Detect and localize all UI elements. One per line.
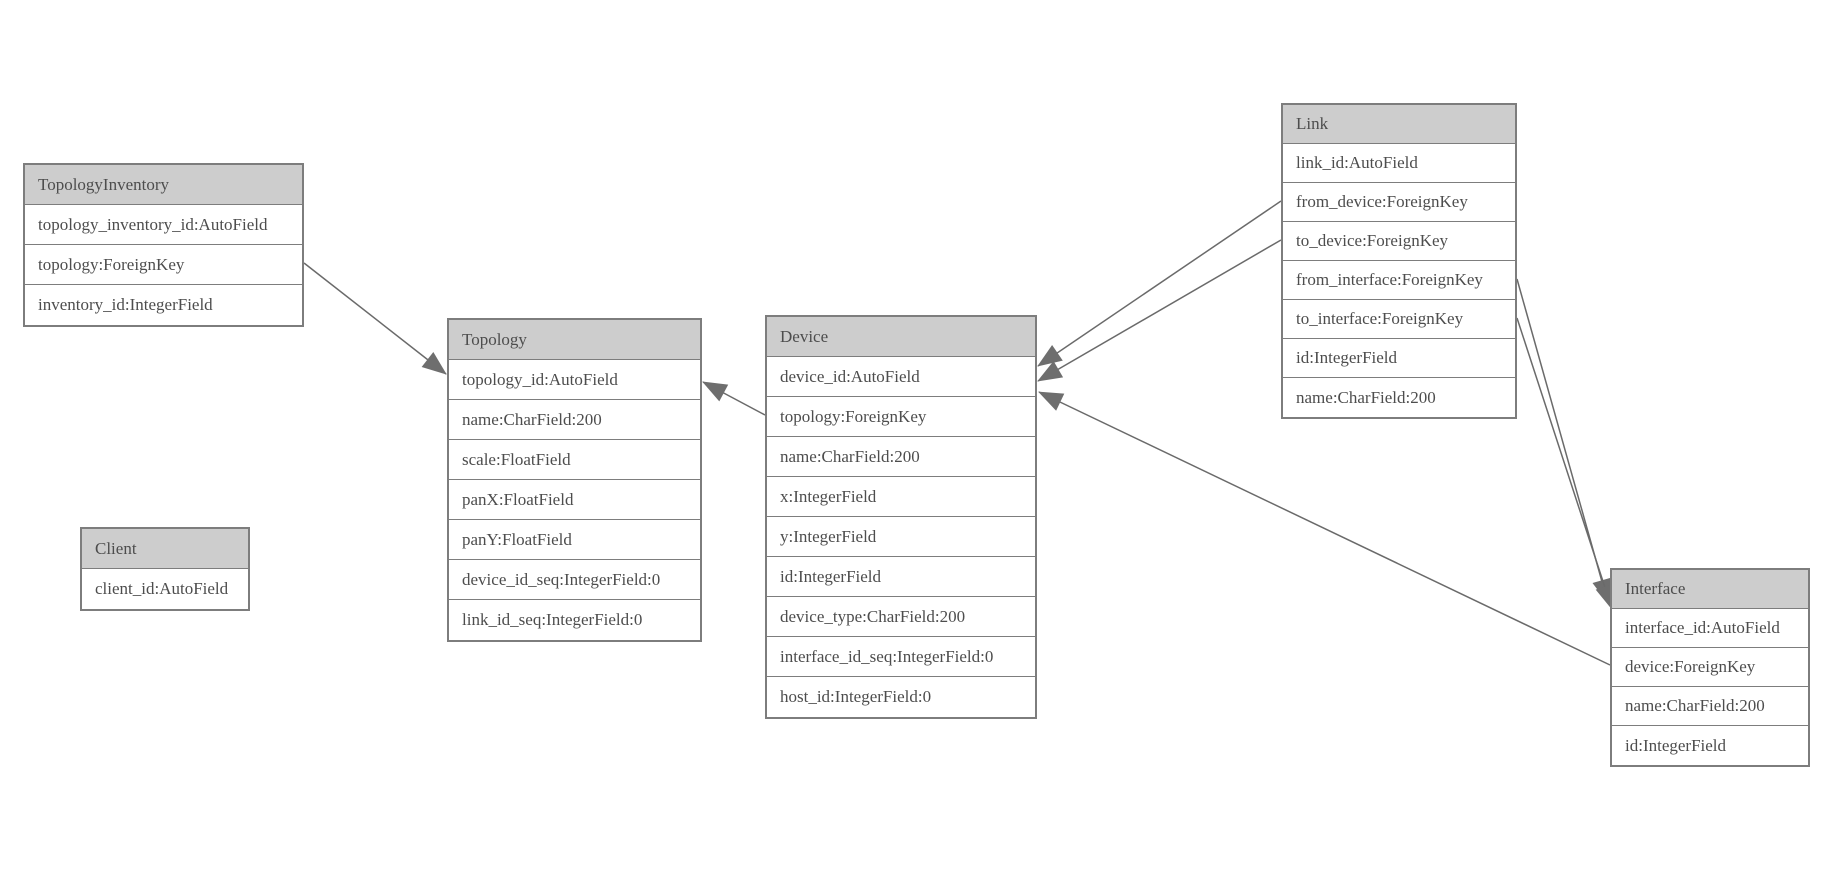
relationship-link-to_interface-to-interface (1516, 317, 1614, 610)
field-row: client_id:AutoField (82, 569, 248, 609)
field-row: panY:FloatField (449, 520, 700, 560)
field-row: device_id_seq:IntegerField:0 (449, 560, 700, 600)
field-row: name:CharField:200 (1283, 378, 1515, 417)
entity-title: Client (82, 529, 248, 569)
field-row: topology:ForeignKey (767, 397, 1035, 437)
field-row: id:IntegerField (1612, 726, 1808, 765)
relationship-topologyinventory-topology-to-topology (303, 262, 447, 375)
field-row: link_id_seq:IntegerField:0 (449, 600, 700, 640)
field-row: from_interface:ForeignKey (1283, 261, 1515, 300)
field-row: interface_id_seq:IntegerField:0 (767, 637, 1035, 677)
entity-title: Interface (1612, 570, 1808, 609)
relationship-device-topology-to-topology (702, 381, 766, 416)
field-row: link_id:AutoField (1283, 144, 1515, 183)
field-row: name:CharField:200 (1612, 687, 1808, 726)
field-row: name:CharField:200 (767, 437, 1035, 477)
field-row: inventory_id:IntegerField (25, 285, 302, 325)
entity-title: TopologyInventory (25, 165, 302, 205)
field-row: host_id:IntegerField:0 (767, 677, 1035, 717)
field-row: to_device:ForeignKey (1283, 222, 1515, 261)
field-row: panX:FloatField (449, 480, 700, 520)
field-row: id:IntegerField (1283, 339, 1515, 378)
field-row: to_interface:ForeignKey (1283, 300, 1515, 339)
field-row: from_device:ForeignKey (1283, 183, 1515, 222)
field-row: x:IntegerField (767, 477, 1035, 517)
entity-title: Device (767, 317, 1035, 357)
field-row: topology_inventory_id:AutoField (25, 205, 302, 245)
field-row: device:ForeignKey (1612, 648, 1808, 687)
relationship-interface-device-to-device (1038, 391, 1611, 666)
field-row: name:CharField:200 (449, 400, 700, 440)
entity-title: Link (1283, 105, 1515, 144)
field-row: topology_id:AutoField (449, 360, 700, 400)
entity-title: Topology (449, 320, 700, 360)
field-row: y:IntegerField (767, 517, 1035, 557)
field-row: device_type:CharField:200 (767, 597, 1035, 637)
field-row: interface_id:AutoField (1612, 609, 1808, 648)
field-row: topology:ForeignKey (25, 245, 302, 285)
relationship-link-from_device-to-device (1037, 200, 1282, 367)
field-row: scale:FloatField (449, 440, 700, 480)
field-row: device_id:AutoField (767, 357, 1035, 397)
field-row: id:IntegerField (767, 557, 1035, 597)
relationship-link-to_device-to-device (1037, 239, 1282, 382)
